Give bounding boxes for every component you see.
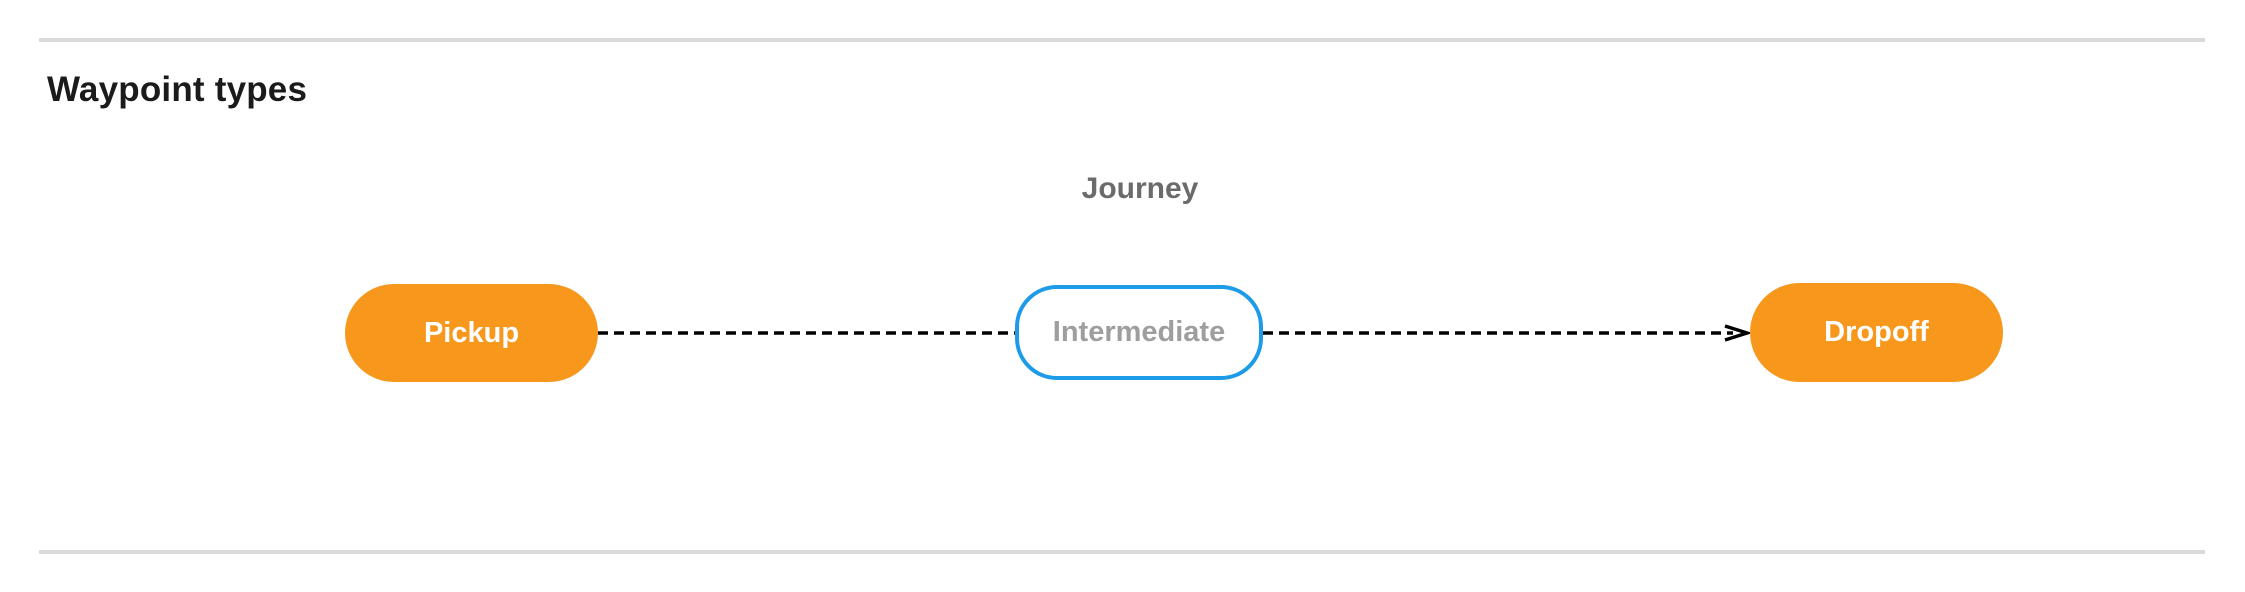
dashed-connector-pickup-to-intermediate — [598, 331, 1015, 335]
bottom-divider — [39, 550, 2205, 554]
node-pickup-label: Pickup — [423, 316, 520, 349]
dashed-connector-intermediate-to-dropoff — [1263, 324, 1750, 342]
node-intermediate-label: Intermediate — [1052, 316, 1226, 348]
node-intermediate: Intermediate — [1015, 285, 1263, 380]
node-dropoff: Dropoff — [1750, 283, 2003, 382]
node-pickup: Pickup — [345, 284, 598, 382]
top-divider — [39, 38, 2205, 42]
node-dropoff-label: Dropoff — [1824, 316, 1929, 348]
arrowhead-icon — [1724, 324, 1750, 342]
page-title: Waypoint types — [47, 70, 308, 109]
diagram-title: Journey — [1081, 172, 1199, 205]
